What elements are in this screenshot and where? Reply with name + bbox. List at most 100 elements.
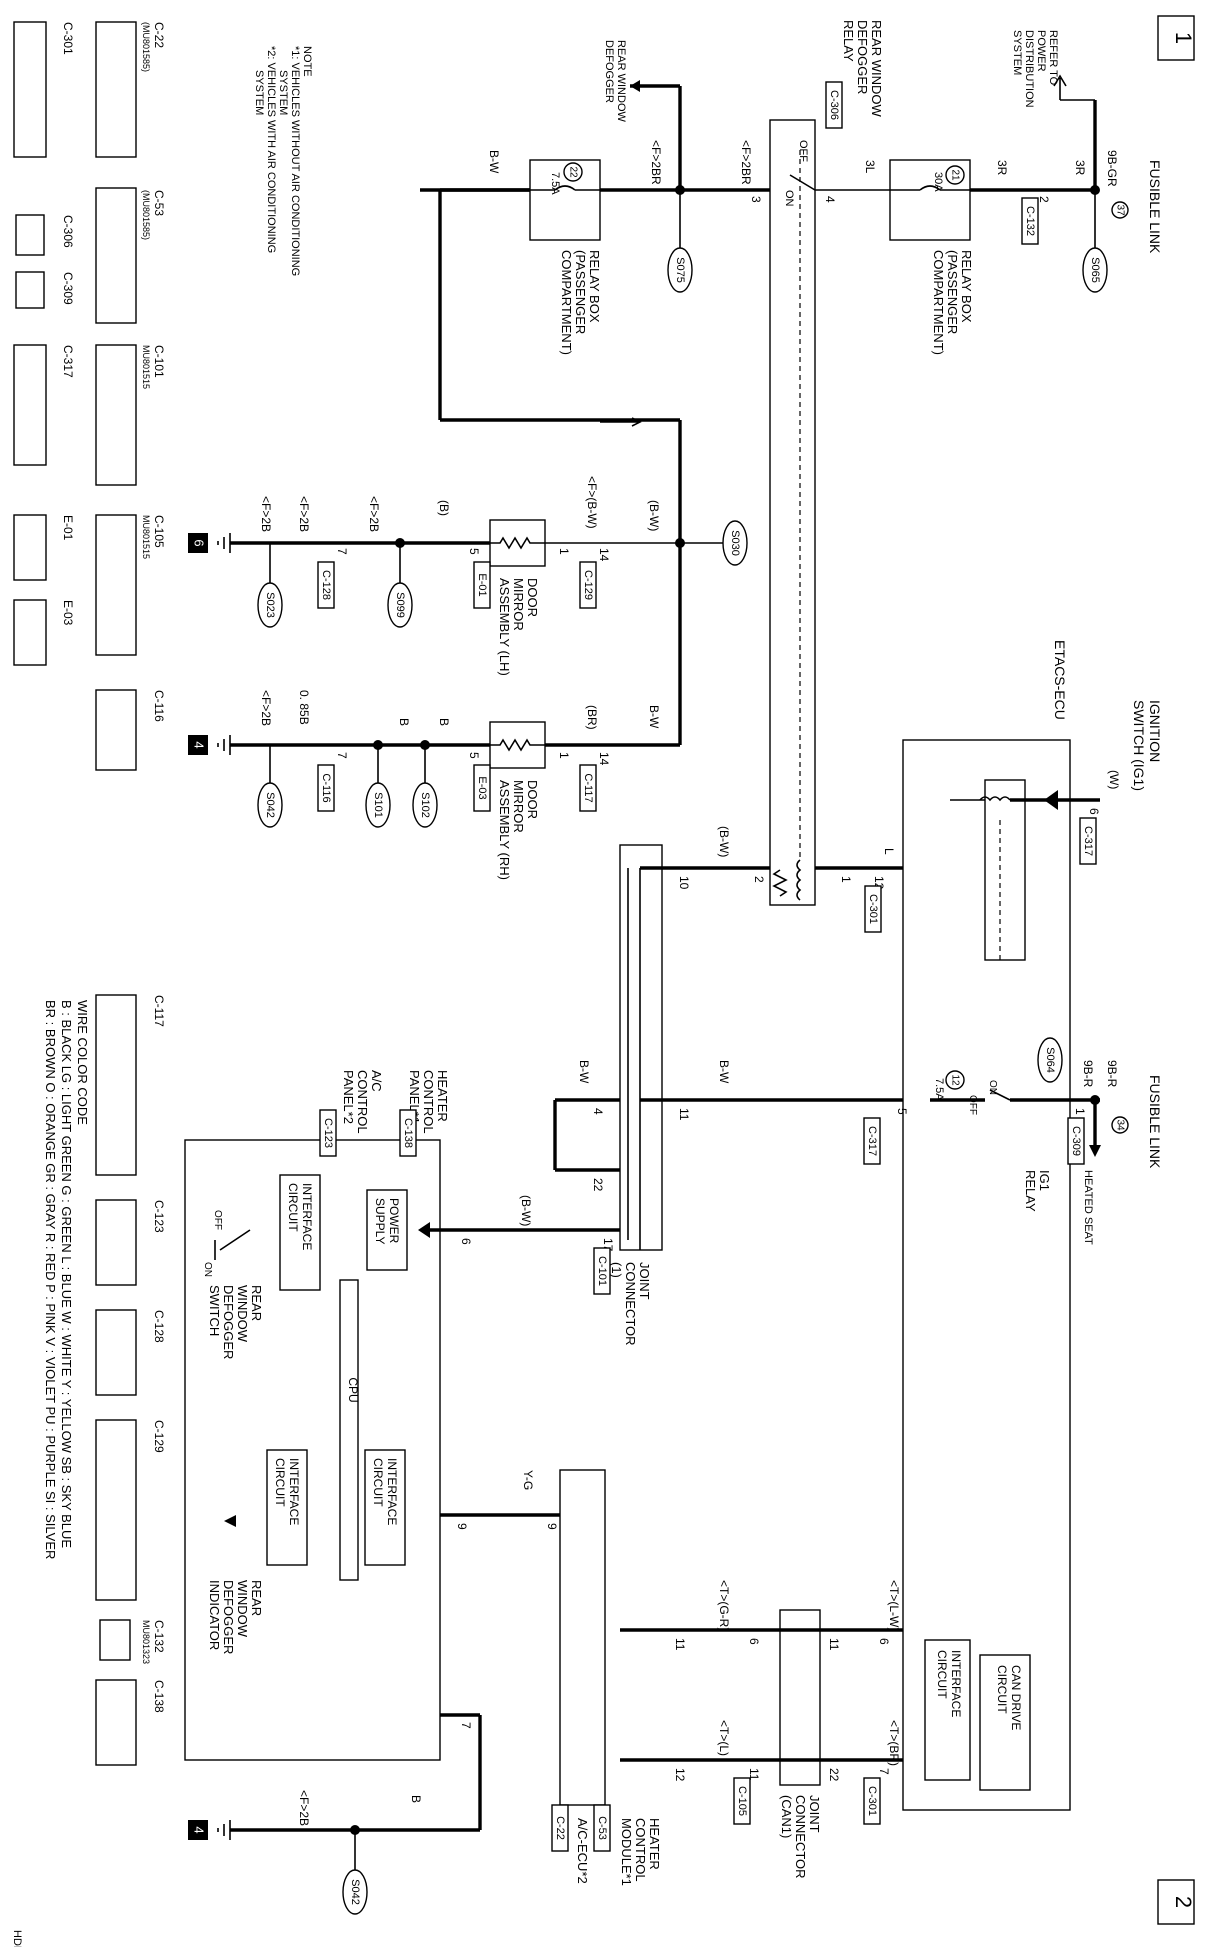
connector-view-c128: C-128 [95, 1309, 166, 1396]
svg-text:C-53: C-53 [152, 190, 166, 216]
ig1-relay-contact [989, 1089, 1011, 1101]
svg-text:5: 5 [467, 752, 481, 759]
rear-defogger-label: REAR WINDOW DEFOGGER [603, 40, 627, 123]
svg-text:HEATER: HEATER [647, 1818, 662, 1870]
svg-text:S099: S099 [394, 592, 406, 618]
svg-text:E-03: E-03 [476, 776, 488, 799]
svg-text:C-306: C-306 [61, 215, 75, 248]
svg-text:OFF: OFF [797, 140, 809, 162]
connector-c105-tag [733, 1777, 751, 1825]
splice-s065 [1082, 247, 1108, 293]
svg-text:DOOR: DOOR [525, 780, 540, 819]
svg-text:5: 5 [467, 548, 481, 555]
svg-text:OFF: OFF [967, 1095, 978, 1115]
fusible-link-37-label: FUSIBLE LINK [1147, 160, 1163, 254]
svg-text:PANEL*2: PANEL*2 [341, 1070, 356, 1124]
page-number-top: 1 [1157, 15, 1196, 61]
svg-text:C-116: C-116 [152, 690, 166, 722]
svg-text:S064: S064 [1044, 1047, 1056, 1073]
svg-text:6: 6 [192, 539, 207, 546]
relay-coil [772, 859, 802, 901]
svg-text:B-W: B-W [487, 150, 501, 174]
can-drive-circuit [979, 1654, 1031, 1791]
svg-text:JOINT: JOINT [637, 1262, 652, 1300]
svg-text:DEFOGGER: DEFOGGER [221, 1580, 236, 1654]
svg-text:CIRCUIT: CIRCUIT [371, 1458, 385, 1507]
relay-box-2-label: RELAY BOX (PASSENGER COMPARTMENT) [559, 250, 602, 355]
svg-text:C-128: C-128 [320, 570, 332, 600]
fusible-link-37-badge [1111, 201, 1129, 219]
svg-text:POWER: POWER [1035, 30, 1047, 72]
svg-text:C-138: C-138 [402, 1118, 414, 1148]
svg-text:C-138: C-138 [152, 1680, 166, 1713]
svg-text:<F>2B: <F>2B [259, 496, 273, 532]
svg-text:ON: ON [987, 1080, 998, 1095]
svg-text:12: 12 [673, 1768, 687, 1782]
heater-control-panel [184, 1139, 441, 1761]
connector-c128-tag [317, 561, 335, 609]
svg-text:SUPPLY: SUPPLY [373, 1198, 387, 1244]
svg-text:(PASSENGER: (PASSENGER [573, 250, 588, 334]
svg-text:7: 7 [335, 752, 349, 759]
svg-text:9B-R: 9B-R [1081, 1060, 1095, 1088]
svg-text:22: 22 [827, 1768, 841, 1782]
svg-text:3R: 3R [1073, 160, 1087, 176]
ground-4-a: 4 [188, 735, 231, 755]
connector-c309-tag [1067, 1117, 1085, 1165]
svg-text:DOOR: DOOR [525, 578, 540, 617]
svg-text:(B): (B) [437, 500, 451, 516]
fuse-22 [530, 185, 600, 191]
arrow-refer-power [1053, 74, 1067, 100]
svg-text:4: 4 [591, 1108, 605, 1115]
svg-text:1: 1 [839, 876, 853, 883]
svg-text:ON: ON [202, 1262, 213, 1277]
etacs-relay [984, 779, 1026, 961]
connector-c101-tag [593, 1247, 611, 1295]
svg-text:6: 6 [747, 1638, 761, 1645]
svg-text:<F>2B: <F>2B [297, 496, 311, 532]
svg-text:37: 37 [1114, 204, 1125, 216]
ground-4-b: 4 [188, 1820, 231, 1840]
figure-code: HDH13M12AC [11, 1930, 23, 1947]
heater-control-module-label: HEATER CONTROL MODULE*1 A/C-ECU*2 [575, 1818, 662, 1886]
svg-text:C-123: C-123 [322, 1118, 334, 1148]
svg-text:COMPARTMENT): COMPARTMENT) [559, 250, 574, 355]
svg-text:S042: S042 [264, 792, 276, 818]
svg-text:(1): (1) [609, 1262, 624, 1278]
svg-text:IG1: IG1 [1037, 1170, 1052, 1191]
led-indicator [224, 1515, 236, 1527]
connector-view-c306: C-306 [15, 214, 75, 256]
connector-e01-tag [473, 561, 491, 609]
connector-c129-tag [579, 561, 597, 609]
svg-text:HEATER: HEATER [435, 1070, 450, 1122]
connector-view-c22: C-22 (MU801585) [95, 21, 166, 158]
svg-text:(MU801585): (MU801585) [141, 22, 151, 72]
connector-c22-tag [551, 1804, 569, 1852]
svg-text:(B-W): (B-W) [519, 1195, 533, 1226]
svg-text:COMPARTMENT): COMPARTMENT) [931, 250, 946, 355]
svg-text:C-117: C-117 [152, 995, 166, 1027]
svg-text:0. 85B: 0. 85B [297, 690, 311, 725]
svg-text:C-117: C-117 [582, 773, 594, 802]
svg-text:2: 2 [1171, 1896, 1196, 1908]
svg-text:L: L [882, 848, 896, 855]
svg-text:HEATED SEAT: HEATED SEAT [1082, 1170, 1094, 1245]
svg-text:RELAY BOX: RELAY BOX [587, 250, 602, 323]
connector-c116-tag [317, 764, 335, 812]
svg-text:7.5A: 7.5A [549, 172, 561, 195]
refer-to-power-label: REFER TO POWER DISTRIBUTION SYSTEM [1011, 30, 1059, 108]
fuse-21 [890, 185, 970, 191]
svg-text:CIRCUIT: CIRCUIT [286, 1183, 300, 1232]
svg-text:INTERFACE: INTERFACE [949, 1650, 963, 1717]
svg-text:C-129: C-129 [152, 1420, 166, 1453]
svg-text:C-317: C-317 [61, 345, 75, 378]
ground-6: 6 [188, 533, 231, 553]
heater-control-module [559, 1469, 606, 1806]
svg-text:WINDOW: WINDOW [235, 1580, 250, 1638]
svg-text:(MU801585): (MU801585) [141, 190, 151, 240]
svg-text:C-128: C-128 [152, 1310, 166, 1343]
svg-text:9B-GR: 9B-GR [1105, 150, 1119, 187]
connector-c138-tag [399, 1109, 417, 1157]
svg-text:INDICATOR: INDICATOR [207, 1580, 222, 1650]
